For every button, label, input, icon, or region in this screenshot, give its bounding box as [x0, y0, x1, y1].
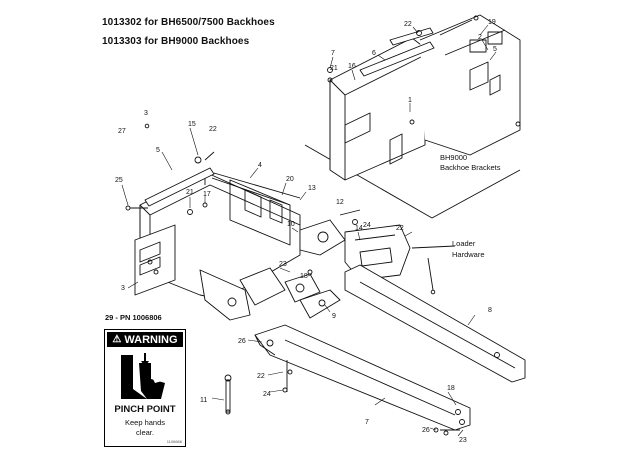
- callout-26-b: 26: [422, 427, 430, 434]
- bh9000-bracket-inset: [304, 14, 521, 219]
- callout-16: 16: [348, 63, 356, 70]
- callout-27: 27: [118, 128, 126, 135]
- callout-11: 11: [200, 397, 207, 404]
- callout-5: 5: [493, 46, 497, 53]
- callout-4: 4: [258, 162, 262, 169]
- loader-hardware-line1: Loader: [452, 239, 476, 248]
- main-bracket-assembly: [125, 123, 301, 321]
- callout-8: 8: [488, 307, 492, 314]
- decal-part-label: 29 - PN 1006806: [105, 313, 162, 322]
- diagram-title-bh6500: 1013302 for BH6500/7500 Backhoes: [102, 17, 275, 28]
- callout-13: 13: [308, 185, 316, 192]
- callout-21-b: 21: [186, 189, 194, 196]
- callout-17: 17: [203, 191, 211, 198]
- callout-24: 24: [363, 222, 371, 229]
- callout-20: 20: [286, 176, 294, 183]
- callout-10: 10: [287, 221, 295, 228]
- callout-18: 18: [300, 273, 308, 280]
- diagram-title-bh9000: 1013303 for BH9000 Backhoes: [102, 36, 250, 47]
- callout-24-b: 24: [263, 391, 271, 398]
- callout-23: 23: [279, 261, 287, 268]
- warning-decal: ⚠ WARNING PINCH POINT Keep hands clear. …: [104, 329, 186, 447]
- pin-handle-11: [224, 374, 232, 415]
- callout-1: 1: [408, 97, 412, 104]
- loader-hardware-line2: Hardware: [452, 250, 485, 259]
- lower-brace-7: [254, 324, 471, 436]
- callout-21: 21: [330, 65, 338, 72]
- callout-7-b: 7: [365, 419, 369, 426]
- warning-triangle-icon: ⚠: [112, 334, 122, 345]
- decal-instruction-line2: clear.: [136, 428, 154, 437]
- callout-22-b: 22: [209, 126, 217, 133]
- callout-25: 25: [115, 177, 123, 184]
- inset-label-line2: Backhoe Brackets: [440, 163, 501, 172]
- callout-18-b: 18: [447, 385, 455, 392]
- callout-numbers: 22 19 2 5 6 7 21 16 1 3 27 15 22 5 4 25 …: [115, 19, 497, 444]
- decal-header-text: WARNING: [124, 333, 178, 346]
- callout-23-b: 23: [459, 437, 467, 444]
- decal-instruction-line1: Keep hands: [124, 418, 166, 427]
- callout-22-d: 22: [257, 373, 265, 380]
- callout-22: 22: [404, 21, 412, 28]
- callout-22-c: 22: [396, 225, 404, 232]
- leader-lines: [121, 24, 497, 437]
- callout-2: 2: [478, 34, 482, 41]
- callout-19: 19: [488, 19, 496, 26]
- decal-title: PINCH POINT: [114, 404, 176, 415]
- callout-26: 26: [238, 338, 246, 345]
- linkage-hardware: [239, 209, 389, 319]
- callout-3-top: 3: [144, 110, 148, 117]
- callout-6: 6: [372, 50, 376, 57]
- pinch-point-icon: [121, 353, 165, 399]
- callout-5-b: 5: [156, 147, 160, 154]
- callout-12: 12: [336, 199, 344, 206]
- callout-7: 7: [331, 50, 335, 57]
- long-brace-8: [344, 264, 526, 383]
- inset-label-line1: BH9000: [440, 153, 467, 162]
- decal-code: 1106666: [166, 439, 182, 444]
- callout-15: 15: [188, 121, 196, 128]
- callout-9: 9: [332, 313, 336, 320]
- callout-3: 3: [121, 285, 125, 292]
- decal-header: ⚠ WARNING: [107, 332, 183, 347]
- callout-14: 14: [355, 225, 363, 232]
